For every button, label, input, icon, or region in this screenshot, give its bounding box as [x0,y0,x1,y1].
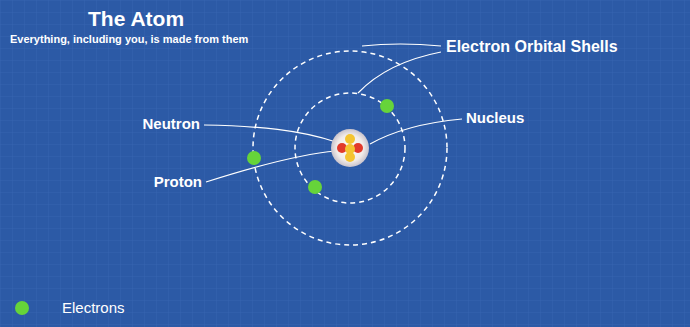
legend-text: Electrons [62,300,125,317]
neutron-ball [345,134,355,144]
electron [308,180,322,194]
electron [247,151,261,165]
nucleus-particles [337,134,363,162]
legend-swatch [15,301,29,315]
part-label: Proton [154,174,202,191]
leader-line [206,151,336,182]
nucleus-glow [331,129,369,167]
leader-line [362,44,441,46]
electron [380,99,394,113]
electrons [247,99,394,194]
leader-line [204,125,336,142]
title: The Atom [88,7,184,30]
part-label: Electron Orbital Shells [446,38,618,56]
leader-line [358,52,441,93]
inner-shell [295,93,405,203]
leader-lines [204,44,462,182]
outer-shell [253,51,447,245]
part-label: Nucleus [466,110,524,127]
subtitle: Everything, including you, is made from … [10,33,248,45]
leader-line [370,119,462,144]
neutron-ball [345,152,355,162]
part-label: Neutron [143,116,201,133]
